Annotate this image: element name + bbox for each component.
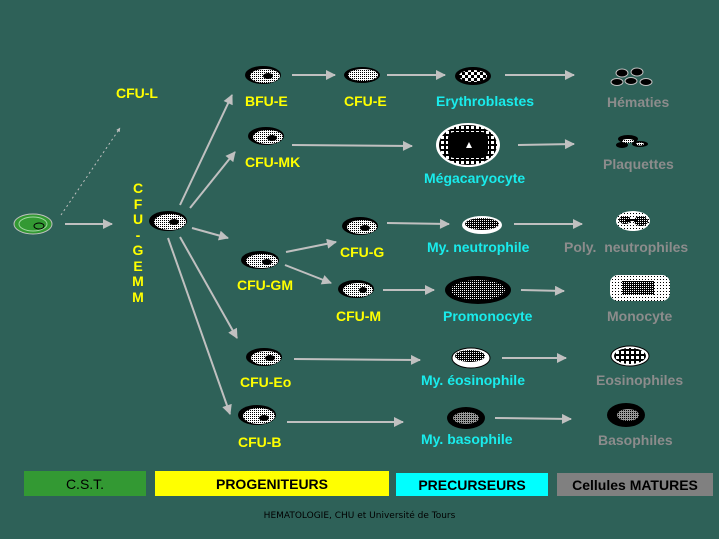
- cell-my-neutrophile: [462, 216, 502, 234]
- cell-hematies: [610, 67, 653, 86]
- label-cfu-b: CFU-B: [238, 434, 282, 450]
- label-my-neutrophile: My. neutrophile: [427, 239, 530, 255]
- label-cfu-l: CFU-L: [116, 85, 158, 101]
- label-erythroblastes: Erythroblastes: [436, 93, 535, 109]
- arrow-gemm-to-cfu-gm: [191, 227, 229, 241]
- arrow-megacaryocyte-to-plaquettes: [517, 139, 575, 150]
- label-eosinophiles: Eosinophiles: [596, 372, 684, 388]
- label-cfu-gemm-letter: E: [133, 257, 143, 274]
- label-cfu-gemm-letter: G: [132, 242, 144, 258]
- cell-basophile: [607, 403, 645, 427]
- arrow-gemm-to-cfu-eo: [179, 236, 238, 339]
- legend-precurseurs: PRECURSEURS: [396, 473, 548, 496]
- cell-cfu-gemm: [149, 211, 187, 231]
- label-cfu-gemm-letter: M: [132, 273, 144, 289]
- label-cfu-mk: CFU-MK: [245, 154, 301, 170]
- label-cfu-m: CFU-M: [336, 308, 382, 324]
- cell-cfu-eo: [246, 348, 282, 366]
- cell-erythroblaste: [455, 67, 491, 85]
- label-monocyte: Monocyte: [607, 308, 673, 324]
- label-cfu-gm: CFU-GM: [237, 277, 293, 293]
- label-hematies: Hématies: [607, 94, 670, 110]
- arrows: [60, 70, 583, 427]
- legend-matures: Cellules MATURES: [557, 473, 713, 496]
- label-basophiles: Basophiles: [598, 432, 673, 448]
- label-megacaryocyte: Mégacaryocyte: [424, 170, 526, 186]
- arrow-cfu-g-to-my-neutrophile: [386, 218, 450, 229]
- label-cfu-gemm-letter: -: [135, 226, 141, 243]
- legend-precurseurs-label: PRECURSEURS: [418, 476, 526, 493]
- arrow-cfu-gm-to-cfu-m: [284, 264, 332, 285]
- arrow-cfu-eo-to-my-eosinophile: [293, 354, 421, 365]
- label-my-eosinophile: My. éosinophile: [421, 372, 525, 388]
- cell-cfu-b: [238, 405, 276, 425]
- cell-cfu-mk: [248, 127, 284, 145]
- label-cfu-gemm-letter: U: [132, 211, 144, 227]
- label-bfu-e: BFU-E: [245, 93, 288, 109]
- cell-my-eosinophile: [451, 347, 491, 369]
- arrow-my-basophile-to-basophiles: [494, 413, 572, 424]
- arrow-cfu-gm-to-cfu-g: [285, 238, 337, 253]
- stem-cell: [13, 213, 53, 235]
- label-cfu-g: CFU-G: [340, 244, 385, 260]
- cell-monocyte: [610, 275, 670, 301]
- label-promonocyte: Promonocyte: [443, 308, 533, 324]
- cell-cfu-g: [342, 217, 378, 235]
- arrow-cst-to-cfu-l: [60, 127, 121, 216]
- arrow-gemm-to-cfu-mk: [189, 151, 236, 209]
- arrow-gemm-to-cfu-b: [167, 237, 232, 415]
- cell-megacaryocyte: [436, 123, 500, 167]
- arrow-gemm-to-bfu-e: [179, 94, 233, 206]
- label-cfu-gemm-letter: C: [132, 180, 144, 196]
- cell-promonocyte: [445, 276, 511, 304]
- cell-cfu-gm: [241, 251, 279, 269]
- cell-plaquettes: [616, 135, 648, 148]
- label-cfu-eo: CFU-Eo: [240, 374, 292, 390]
- legend-progeniteurs: PROGENITEURS: [155, 471, 389, 496]
- cell-cfu-m: [338, 280, 374, 298]
- label-poly-neutrophiles: Poly. neutrophiles: [564, 239, 689, 255]
- arrow-promonocyte-to-monocyte: [520, 285, 565, 296]
- label-cfu-gemm: C F U - G E M M: [131, 180, 145, 305]
- legend-progeniteurs-label: PROGENITEURS: [215, 475, 328, 492]
- label-cfu-gemm-letter: F: [133, 195, 143, 212]
- legend-cst: C.S.T.: [24, 471, 146, 496]
- label-cfu-e: CFU-E: [344, 93, 387, 109]
- cell-bfu-e: [245, 66, 281, 84]
- cell-poly-neutrophile: [616, 211, 650, 231]
- label-plaquettes: Plaquettes: [603, 156, 674, 172]
- legend-matures-label: Cellules MATURES: [572, 476, 698, 493]
- cell-my-basophile: [447, 407, 485, 429]
- cell-eosinophile: [610, 345, 650, 367]
- label-my-basophile: My. basophile: [421, 431, 513, 447]
- legend-cst-label: C.S.T.: [65, 475, 105, 492]
- cell-cfu-e: [344, 67, 380, 83]
- label-cfu-gemm-letter: M: [132, 288, 144, 305]
- arrow-cfu-mk-to-megacaryocyte: [291, 140, 413, 151]
- footer-credit: HEMATOLOGIE, CHU et Université de Tours: [263, 511, 456, 521]
